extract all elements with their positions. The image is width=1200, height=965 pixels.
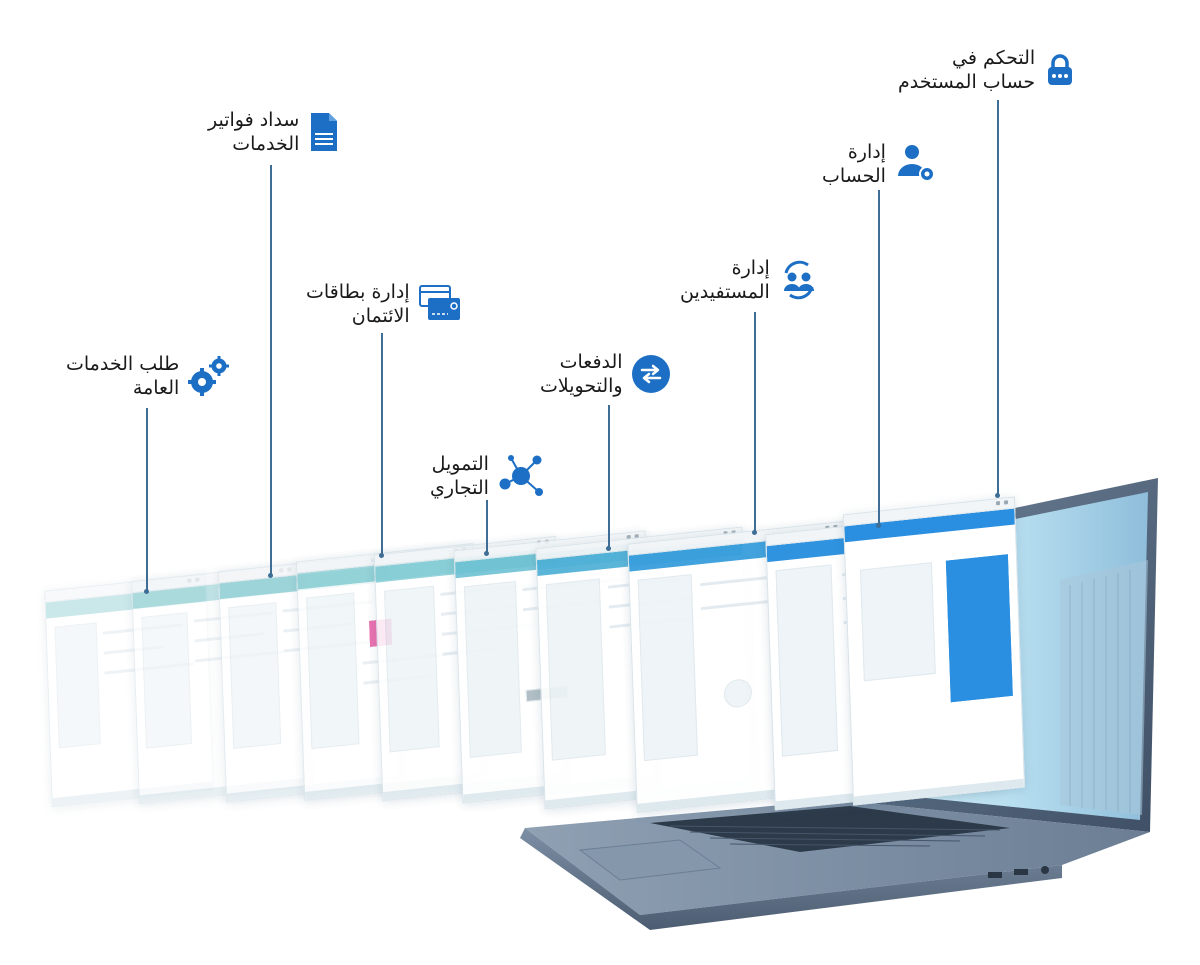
feature-credit-card-management: إدارة بطاقات الائتمان (306, 280, 462, 328)
screen-building (1060, 560, 1148, 815)
leader-line-trade-finance (484, 500, 489, 556)
leader-line-user-account-control (995, 100, 1000, 498)
feature-trade-finance: التمويل التجاري (430, 450, 549, 502)
feature-payments-transfers: الدفعات والتحويلات (540, 350, 671, 398)
lock-icon (1043, 53, 1077, 87)
feature-label: التمويل التجاري (430, 453, 489, 499)
feature-user-account-control: التحكم في حساب المستخدم (898, 46, 1077, 94)
feature-account-management: إدارة الحساب (822, 140, 938, 188)
leader-line-credit-card-management (379, 333, 384, 558)
leader-line-utility-bill-payment (268, 165, 273, 578)
leader-line-beneficiary-management (752, 312, 757, 535)
laptop-base-edge (520, 828, 1062, 930)
leader-line-general-services-request (144, 408, 149, 594)
laptop-port (1041, 866, 1049, 874)
gears-icon (187, 354, 231, 398)
feature-label: إدارة بطاقات الائتمان (306, 281, 410, 327)
feature-label: إدارة الحساب (822, 141, 886, 187)
users-sync-icon (778, 259, 820, 301)
network-nodes-icon (497, 450, 549, 502)
transfer-arrows-icon (631, 354, 671, 394)
feature-utility-bill-payment: سداد فواتير الخدمات (208, 108, 341, 156)
feature-beneficiary-management: إدارة المستفيدين (680, 256, 820, 304)
leader-line-payments-transfers (606, 405, 611, 551)
feature-label: الدفعات والتحويلات (540, 351, 623, 397)
browser-window-10 (842, 496, 1026, 806)
feature-label: إدارة المستفيدين (680, 257, 770, 303)
credit-card-icon (418, 282, 462, 326)
leader-line-account-management (876, 190, 881, 528)
feature-label: طلب الخدمات العامة (66, 353, 180, 399)
feature-general-services-request: طلب الخدمات العامة (66, 352, 231, 400)
laptop-port (1014, 869, 1028, 875)
feature-label: سداد فواتير الخدمات (208, 109, 300, 155)
laptop-keyboard (650, 806, 1010, 852)
keyboard-keys (669, 825, 1001, 847)
document-icon (307, 111, 341, 153)
feature-label: التحكم في حساب المستخدم (898, 47, 1036, 93)
laptop-trackpad (578, 839, 722, 881)
user-gear-icon (894, 142, 938, 186)
laptop-port (988, 872, 1002, 878)
